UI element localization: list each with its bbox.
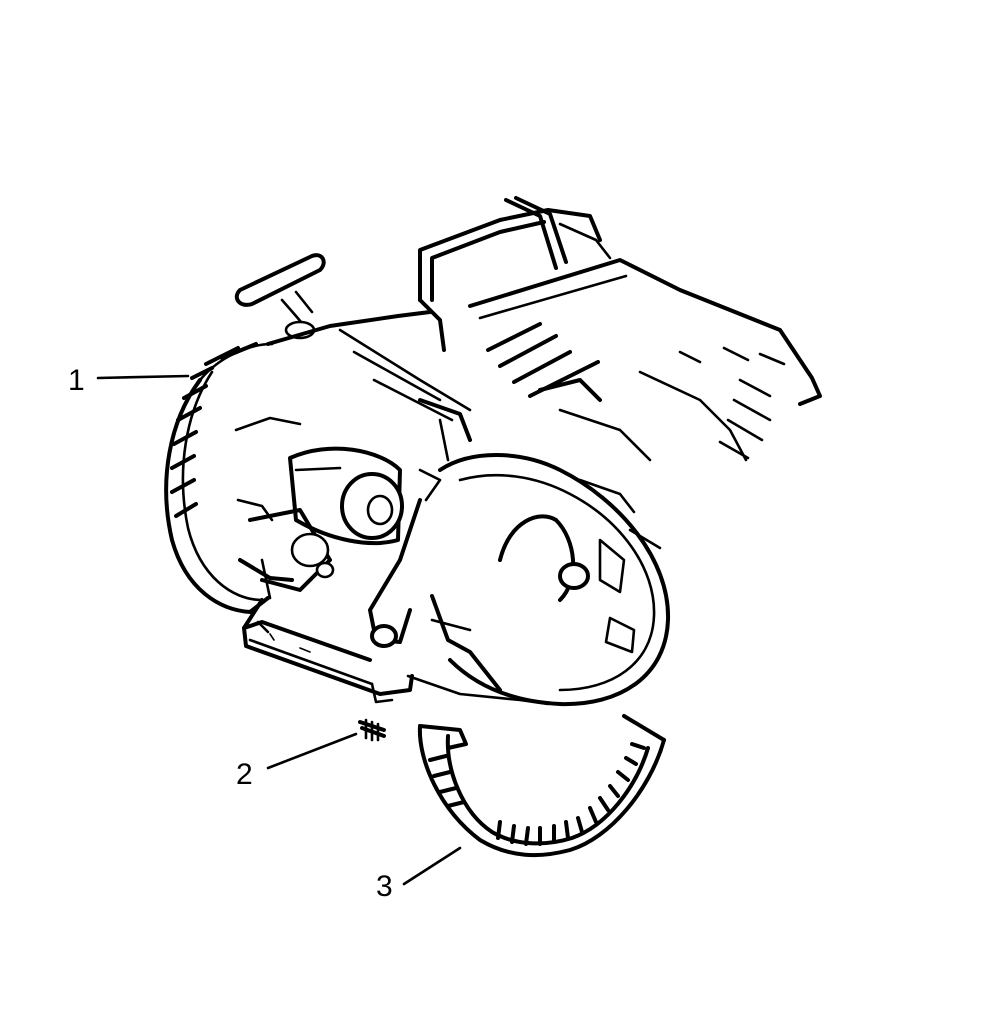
callout-label-2: 2 xyxy=(236,758,253,791)
leader-line-2 xyxy=(266,732,358,770)
leader-line-3 xyxy=(402,846,462,886)
generator-end-bell xyxy=(430,453,671,707)
base-foot xyxy=(242,620,372,662)
cylinder-fins xyxy=(338,328,652,462)
screw-drawing xyxy=(358,718,386,742)
muffler-shield xyxy=(468,258,822,462)
recoil-starter-housing xyxy=(164,342,274,614)
callout-label-1: 1 xyxy=(68,364,85,397)
starter-motor xyxy=(288,446,404,546)
support-arm xyxy=(368,468,442,648)
engine-assembly-drawing xyxy=(164,196,822,707)
frame-handle xyxy=(418,196,612,352)
clamp-slots xyxy=(428,742,646,846)
callout-label-3: 3 xyxy=(376,870,393,903)
carburetor xyxy=(238,508,335,600)
starter-grip xyxy=(234,253,326,340)
hose-clamp-drawing xyxy=(417,714,666,858)
starter-grille xyxy=(170,342,258,518)
leader-line-1 xyxy=(96,374,190,380)
